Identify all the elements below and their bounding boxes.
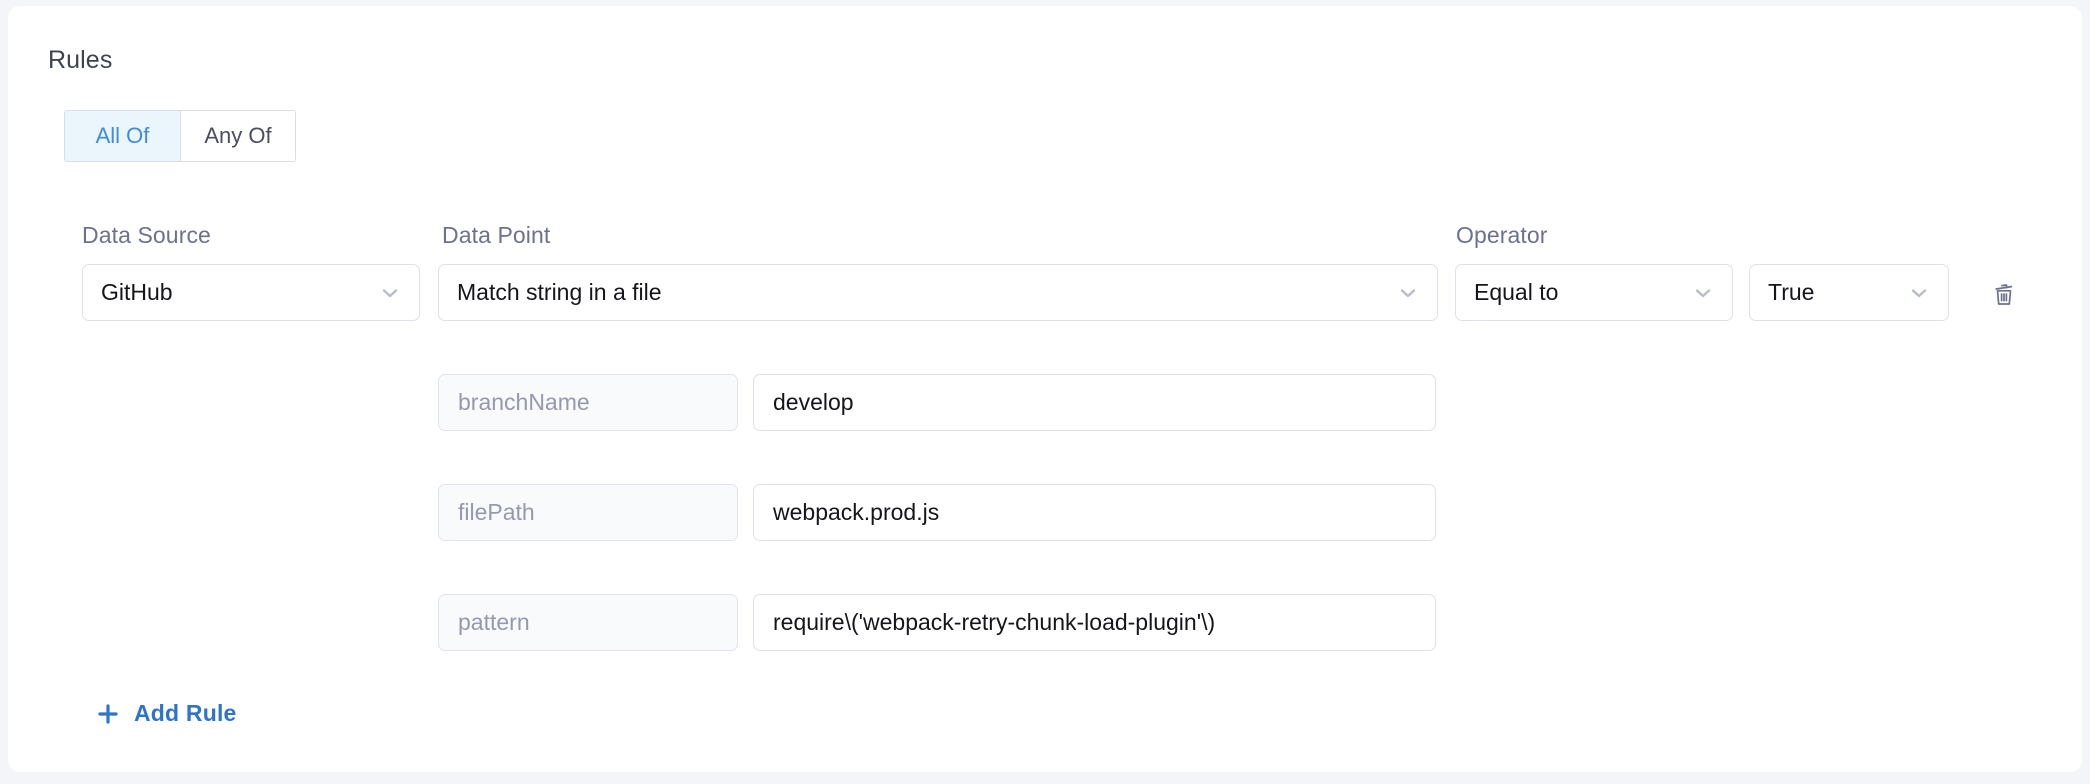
- add-rule-label: Add Rule: [134, 700, 237, 726]
- operator-label: Operator: [1456, 222, 1548, 248]
- parameter-key-label: filePath: [458, 499, 535, 525]
- parameter-key-field: filePath: [438, 484, 738, 541]
- parameter-value-text: develop: [773, 389, 854, 415]
- delete-rule-button[interactable]: [1984, 276, 2024, 316]
- parameter-row: filePath webpack.prod.js: [8, 484, 2082, 541]
- plus-icon: [96, 702, 120, 726]
- parameter-value-text: require\('webpack-retry-chunk-load-plugi…: [773, 609, 1216, 635]
- parameter-value-input[interactable]: require\('webpack-retry-chunk-load-plugi…: [753, 594, 1436, 651]
- data-point-label: Data Point: [442, 222, 551, 248]
- trash-icon: [1989, 280, 2019, 313]
- data-source-value: GitHub: [101, 279, 173, 305]
- parameter-key-field: branchName: [438, 374, 738, 431]
- chevron-down-icon: [1902, 282, 1936, 304]
- operator-select[interactable]: Equal to: [1455, 264, 1733, 321]
- data-point-select[interactable]: Match string in a file: [438, 264, 1438, 321]
- chevron-down-icon: [373, 282, 407, 304]
- data-point-value: Match string in a file: [457, 279, 662, 305]
- match-mode-toggle-group: All Of Any Of: [64, 110, 296, 162]
- rules-card: Rules All Of Any Of Data Source Data Poi…: [8, 6, 2082, 772]
- data-source-label: Data Source: [82, 222, 211, 248]
- parameter-row: pattern require\('webpack-retry-chunk-lo…: [8, 594, 2082, 651]
- match-mode-all-of[interactable]: All Of: [65, 111, 180, 161]
- operator-value: Equal to: [1474, 279, 1559, 305]
- parameter-key-label: pattern: [458, 609, 530, 635]
- parameter-row: branchName develop: [8, 374, 2082, 431]
- match-mode-any-of[interactable]: Any Of: [180, 111, 295, 161]
- parameter-value-input[interactable]: webpack.prod.js: [753, 484, 1436, 541]
- chevron-down-icon: [1686, 282, 1720, 304]
- parameter-key-label: branchName: [458, 389, 590, 415]
- parameter-value-input[interactable]: develop: [753, 374, 1436, 431]
- add-rule-button[interactable]: Add Rule: [96, 700, 237, 727]
- page-title: Rules: [48, 46, 113, 74]
- operator-value-select[interactable]: True: [1749, 264, 1949, 321]
- parameter-key-field: pattern: [438, 594, 738, 651]
- parameter-value-text: webpack.prod.js: [773, 499, 940, 525]
- data-source-select[interactable]: GitHub: [82, 264, 420, 321]
- chevron-down-icon: [1391, 282, 1425, 304]
- operator-boolean-value: True: [1768, 279, 1815, 305]
